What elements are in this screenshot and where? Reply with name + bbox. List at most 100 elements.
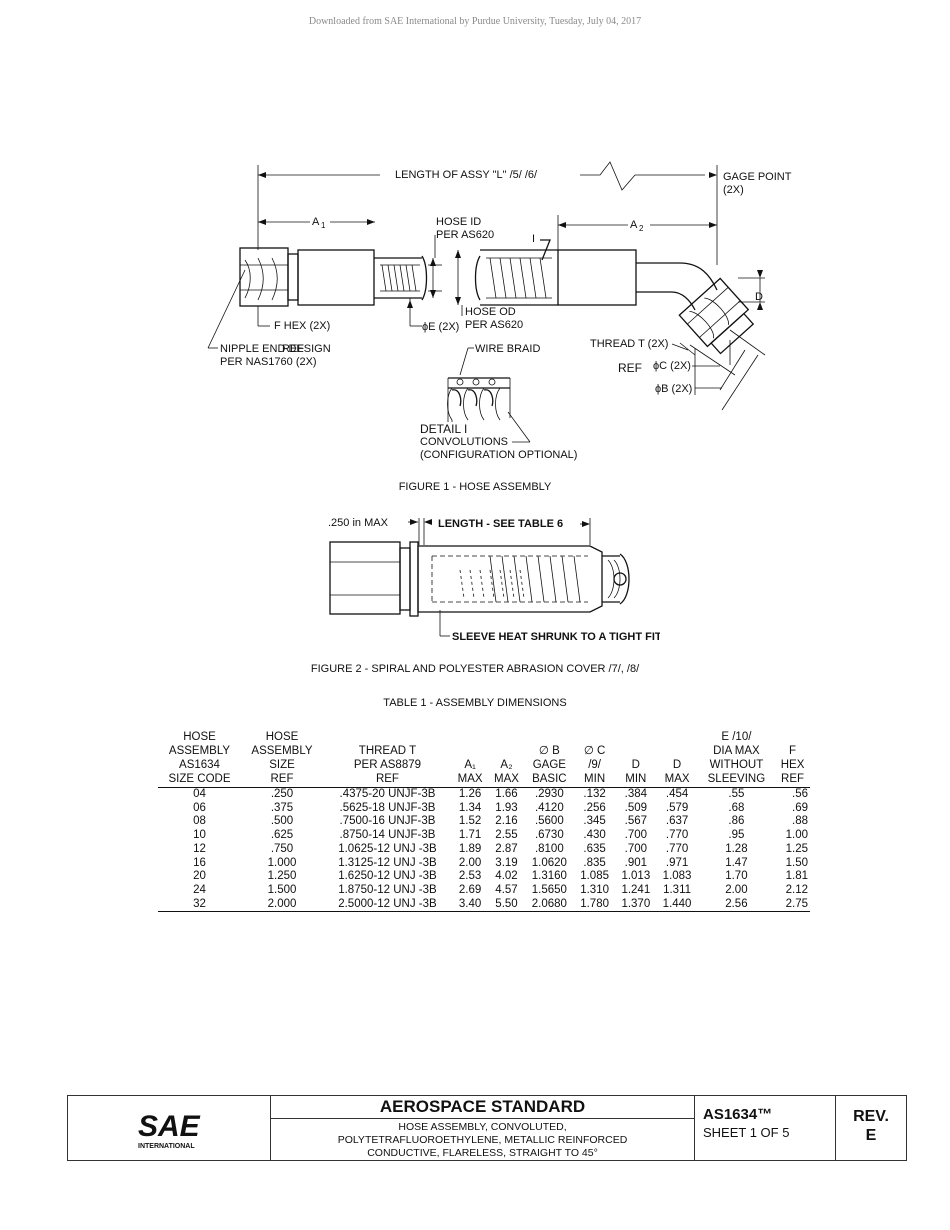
table-cell: 20 — [193, 870, 206, 883]
right-socket — [557, 249, 637, 306]
table-cell: .5625-18 UNJF-3B — [339, 801, 436, 814]
table-row: 20 1.250 1.6250-12 UNJ -3B 2.53 4.02 1.3160 1.… — [158, 870, 810, 884]
table-cell: 32 — [158, 897, 242, 913]
table-cell: 2.5000-12 UNJ -3B — [323, 897, 452, 913]
table-cell: .8100 — [534, 842, 564, 855]
table-cell: 1.93 — [495, 801, 518, 814]
table-cell: 2.00 — [458, 856, 482, 869]
table-cell: 1.3125-12 UNJ -3B — [338, 856, 437, 869]
table-cell: .454 — [665, 788, 689, 800]
table-cell: 2.69 — [458, 883, 482, 896]
table-cell: 1.47 — [725, 856, 748, 869]
table-cell: .567 — [624, 815, 648, 828]
label-hose-id-2: PER AS620 — [436, 229, 494, 241]
table-cell: 1.28 — [725, 842, 748, 855]
table-cell: 1.370 — [615, 897, 657, 913]
label-sleeve: SLEEVE HEAT SHRUNK TO A TIGHT FIT — [452, 631, 660, 643]
label-gage-point: GAGE POINT — [723, 171, 792, 183]
table-cell: .384 — [624, 788, 648, 800]
table-cell: .250 — [270, 788, 294, 800]
hose-right — [480, 249, 558, 306]
label-length-table6: LENGTH - SEE TABLE 6 — [438, 518, 563, 530]
sae-logo-text: SAE — [138, 1110, 201, 1143]
table-cell: .750 — [270, 842, 294, 855]
label-detail-3: (CONFIGURATION OPTIONAL) — [420, 449, 577, 461]
detail-i-pointer — [540, 239, 551, 261]
label-nipple-2: PER NAS1760 (2X) — [220, 356, 317, 368]
table-cell: 1.50 — [785, 856, 808, 869]
subtitle-line-1: HOSE ASSEMBLY, CONVOLUTED, — [398, 1121, 567, 1133]
table-cell: 2.53 — [458, 870, 482, 883]
table-cell: 4.57 — [495, 883, 518, 896]
table-cell: 2.55 — [495, 829, 518, 842]
table-cell: 1.083 — [662, 870, 692, 883]
figure-2-caption: FIGURE 2 - SPIRAL AND POLYESTER ABRASION… — [310, 663, 640, 675]
table-cell: .500 — [270, 815, 294, 828]
table-cell: .345 — [583, 815, 606, 828]
table-cell: .700 — [624, 842, 648, 855]
table-cell: 4.02 — [495, 870, 518, 883]
table-cell: .375 — [270, 801, 294, 814]
sae-logo-sub: INTERNATIONAL — [138, 1143, 195, 1150]
table-cell: 1.6250-12 UNJ -3B — [338, 870, 437, 883]
table-cell: 1.311 — [663, 883, 692, 896]
table-cell: .132 — [583, 788, 606, 800]
label-nipple-1: NIPPLE END DESIGN — [220, 343, 331, 355]
table-cell: .4120 — [534, 801, 564, 814]
revision-cell: REV. E — [836, 1096, 906, 1160]
table-cell: 04 — [193, 788, 206, 800]
table-cell: 08 — [193, 815, 206, 828]
rev-value: E — [865, 1127, 877, 1144]
table-cell: .7500-16 UNJF-3B — [339, 815, 436, 828]
label-detail-2: CONVOLUTIONS — [420, 436, 508, 448]
table-cell: 1.5650 — [531, 883, 567, 896]
hose-left — [374, 257, 422, 299]
table-cell: .69 — [792, 801, 808, 814]
standard-title: AEROSPACE STANDARD — [271, 1096, 694, 1119]
table-cell: 1.00 — [785, 829, 808, 842]
sheet-number: SHEET 1 OF 5 — [703, 1125, 790, 1140]
table-cell: .625 — [270, 829, 294, 842]
table-cell: 1.013 — [621, 870, 651, 883]
table-cell: 1.70 — [725, 870, 748, 883]
table-cell: .637 — [665, 815, 689, 828]
col-c: ∅ C/9/MIN — [573, 730, 616, 788]
label-a1: A — [312, 216, 320, 228]
left-socket — [297, 249, 375, 306]
table-cell: .635 — [583, 842, 606, 855]
table-cell: 2.0680 — [524, 897, 574, 913]
bent-tube-top — [636, 262, 718, 291]
table-cell: 1.241 — [621, 883, 651, 896]
doc-number: AS1634™ — [703, 1106, 773, 1123]
table-cell: 1.440 — [656, 897, 698, 913]
label-hose-od-2: PER AS620 — [465, 319, 523, 331]
table-cell: 1.085 — [580, 870, 609, 883]
table-cell: .901 — [624, 856, 648, 869]
label-length: LENGTH OF ASSY "L" /5/ /6/ — [395, 169, 538, 181]
label-gage-point-2x: (2X) — [723, 184, 744, 196]
table-cell: .68 — [728, 801, 745, 814]
table-cell: .88 — [792, 815, 808, 828]
label-a1-sub: 1 — [321, 221, 326, 230]
label-nipple-ref: REF — [282, 343, 304, 355]
table-cell: 1.310 — [580, 883, 609, 896]
label-hose-id-1: HOSE ID — [436, 216, 481, 228]
table-1-caption: TABLE 1 - ASSEMBLY DIMENSIONS — [383, 697, 567, 709]
label-a2: A — [630, 219, 638, 231]
table-cell: 1.3160 — [531, 870, 567, 883]
table-cell: 1.8750-12 UNJ -3B — [338, 883, 437, 896]
table-cell: 1.250 — [267, 870, 297, 883]
table-cell: 1.52 — [458, 815, 482, 828]
